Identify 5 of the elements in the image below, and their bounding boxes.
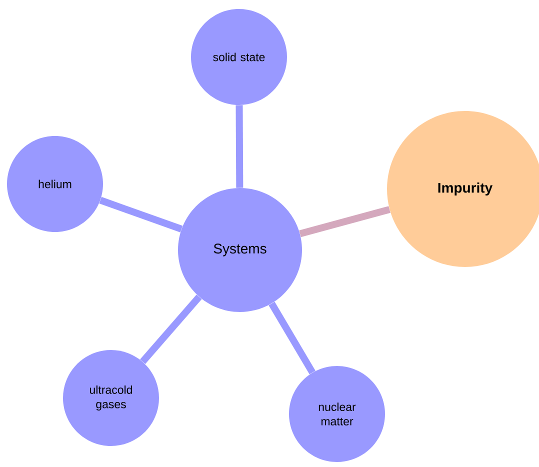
connector bbox=[140, 294, 202, 364]
connector bbox=[299, 206, 390, 238]
connector bbox=[236, 105, 244, 188]
connector bbox=[99, 196, 183, 232]
connector bbox=[268, 302, 316, 374]
